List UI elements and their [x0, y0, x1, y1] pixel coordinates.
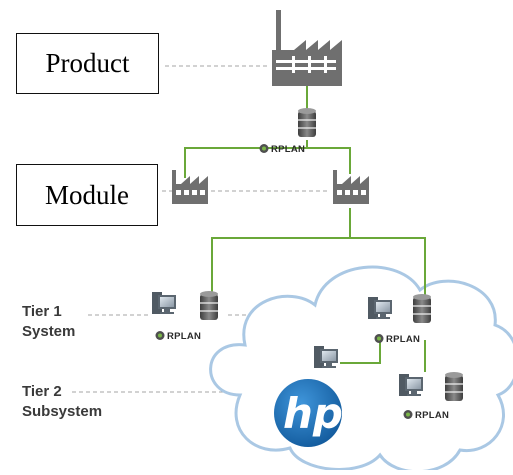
tier1-subtitle: System — [22, 323, 76, 340]
tier2-label: Tier 2 Subsystem — [22, 382, 102, 422]
erplan-logo: RPLAN — [374, 334, 420, 345]
tier2-subtitle: Subsystem — [22, 403, 103, 420]
factory-icon — [172, 170, 208, 204]
module-label: Module — [45, 179, 129, 210]
factory-icon — [272, 10, 342, 86]
database-icon — [199, 290, 219, 321]
database-icon — [297, 107, 317, 138]
tier1-title: Tier 1 — [22, 303, 62, 320]
svg-text:RPLAN: RPLAN — [271, 144, 305, 155]
svg-text:RPLAN: RPLAN — [167, 331, 201, 342]
svg-text:RPLAN: RPLAN — [386, 334, 420, 345]
svg-text:RPLAN: RPLAN — [415, 410, 449, 421]
tier1-label: Tier 1 System — [22, 302, 75, 342]
database-icon — [444, 371, 464, 402]
cloud-icon — [209, 265, 513, 474]
svg-text:hp: hp — [283, 389, 343, 438]
tier2-title: Tier 2 — [22, 383, 62, 400]
product-label: Product — [45, 48, 130, 78]
product-label-box: Product — [16, 33, 159, 94]
erplan-logo: RPLAN — [403, 410, 449, 421]
factory-icon — [333, 170, 369, 204]
computer-icon — [152, 292, 176, 314]
database-icon — [412, 293, 432, 324]
erplan-logo: RPLAN — [259, 144, 305, 155]
erplan-logo: RPLAN — [155, 331, 201, 342]
module-label-box: Module — [16, 164, 158, 226]
hp-logo: hp — [274, 379, 343, 447]
